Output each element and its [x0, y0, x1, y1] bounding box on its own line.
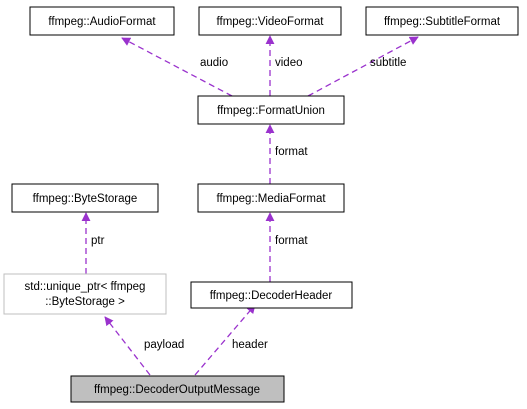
node-audio-format[interactable]: ffmpeg::AudioFormat	[29, 6, 175, 36]
edge-label-audio: audio	[200, 57, 228, 69]
node-label-byte-storage: ffmpeg::ByteStorage	[33, 193, 138, 205]
node-decoder-output-message[interactable]: ffmpeg::DecoderOutputMessage	[70, 375, 285, 403]
edge-labels: audio video subtitle format format ptr p…	[91, 57, 406, 351]
edge-label-ptr: ptr	[91, 235, 105, 247]
node-label-video-format: ffmpeg::VideoFormat	[217, 16, 325, 28]
node-label-decoder-header: ffmpeg::DecoderHeader	[210, 290, 333, 302]
edge-label-format-top: format	[275, 146, 308, 158]
edge-label-header: header	[232, 339, 268, 351]
edge-label-format-bottom: format	[275, 235, 308, 247]
node-media-format[interactable]: ffmpeg::MediaFormat	[197, 183, 345, 213]
edge-payload	[104, 316, 151, 376]
node-label-subtitle-format: ffmpeg::SubtitleFormat	[384, 16, 501, 28]
node-label-unique-ptr-line2: ::ByteStorage >	[45, 296, 125, 308]
node-subtitle-format[interactable]: ffmpeg::SubtitleFormat	[365, 6, 519, 36]
edge-label-video: video	[275, 57, 303, 69]
node-format-union[interactable]: ffmpeg::FormatUnion	[197, 95, 345, 125]
edge-label-subtitle: subtitle	[370, 57, 406, 69]
edge-subtitle	[307, 36, 419, 97]
node-label-unique-ptr-line1: std::unique_ptr< ffmpeg	[25, 281, 146, 293]
edge-label-payload: payload	[144, 339, 184, 351]
node-decoder-header[interactable]: ffmpeg::DecoderHeader	[190, 281, 353, 309]
edge-audio	[121, 37, 233, 97]
node-label-decoder-output-message: ffmpeg::DecoderOutputMessage	[94, 384, 260, 396]
node-label-audio-format: ffmpeg::AudioFormat	[48, 16, 156, 28]
edge-header	[194, 304, 256, 376]
node-byte-storage[interactable]: ffmpeg::ByteStorage	[11, 183, 159, 213]
node-unique-ptr[interactable]: std::unique_ptr< ffmpeg ::ByteStorage >	[3, 273, 167, 315]
node-label-media-format: ffmpeg::MediaFormat	[216, 193, 326, 205]
node-label-format-union: ffmpeg::FormatUnion	[217, 105, 325, 117]
edges	[81, 35, 419, 376]
node-video-format[interactable]: ffmpeg::VideoFormat	[198, 6, 342, 36]
